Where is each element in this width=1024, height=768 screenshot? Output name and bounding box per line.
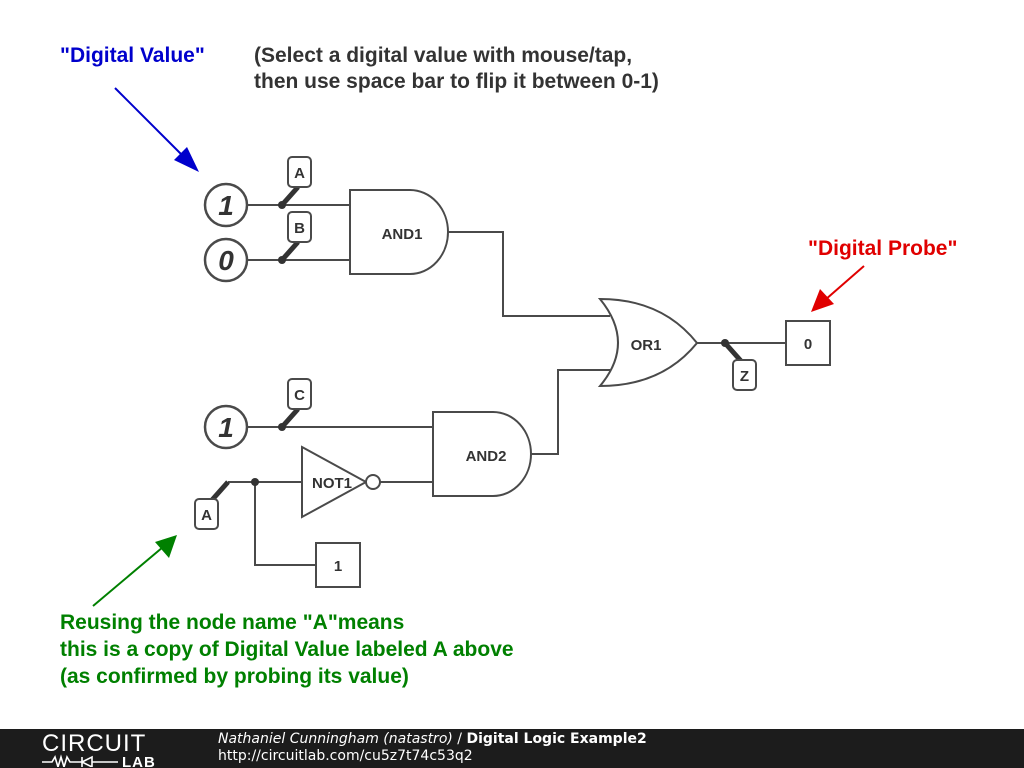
node-tag-b[interactable]: B (278, 211, 312, 264)
or1-label: OR1 (631, 337, 662, 354)
reuse-note-line-2: this is a copy of Digital Value labeled … (60, 638, 514, 661)
logo-lab-text: LAB (122, 754, 156, 767)
digital-value-b-text: 0 (218, 245, 234, 276)
credit-separator: / (457, 731, 463, 747)
not1-gate[interactable]: NOT1 (301, 445, 381, 519)
digital-probe-annotation: "Digital Probe" (808, 237, 957, 260)
node-tag-z[interactable]: Z (721, 339, 757, 391)
reuse-note-line-3: (as confirmed by probing its value) (60, 665, 409, 688)
and2-label: AND2 (466, 448, 507, 465)
digital-probe-z[interactable]: 0 (785, 320, 831, 366)
and2-gate[interactable]: AND2 (432, 411, 532, 497)
instructions-line-2: then use space bar to flip it between 0-… (254, 70, 659, 93)
node-tag-b-text: B (294, 220, 305, 237)
or1-gate[interactable]: OR1 (597, 297, 699, 388)
logo-circuit-text: CIRCUIT (42, 731, 146, 757)
digital-probe-z-value: 0 (804, 336, 812, 353)
not1-label: NOT1 (312, 475, 352, 492)
instructions-line-1: (Select a digital value with mouse/tap, (254, 44, 632, 67)
green-arrow (92, 535, 177, 607)
digital-probe-a[interactable]: 1 (315, 542, 361, 588)
digital-probe-a-value: 1 (334, 558, 342, 575)
credit-line-1: Nathaniel Cunningham (natastro) / Digita… (218, 731, 647, 748)
circuitlab-logo[interactable]: CIRCUIT LAB (42, 731, 182, 767)
digital-value-a-text: 1 (218, 190, 234, 221)
node-tag-c-text: C (294, 387, 305, 404)
digital-value-c-text: 1 (218, 412, 234, 443)
node-tag-z-text: Z (740, 368, 749, 385)
node-tag-a-copy-text: A (201, 507, 212, 524)
digital-value-annotation: "Digital Value" (60, 44, 205, 67)
footer-bar: CIRCUIT LAB Nathaniel Cunningham (natast… (0, 729, 1024, 768)
node-tag-c[interactable]: C (278, 378, 312, 431)
digital-value-c[interactable]: 1 (203, 404, 249, 450)
reuse-note-line-1: Reusing the node name "A"means (60, 611, 404, 634)
node-tag-a-text: A (294, 165, 305, 182)
and1-gate[interactable]: AND1 (349, 189, 449, 275)
node-tag-a-copy[interactable]: A (194, 478, 259, 530)
blue-arrow (114, 87, 199, 172)
author-name[interactable]: Nathaniel Cunningham (natastro) (218, 731, 453, 747)
red-arrow (811, 265, 865, 312)
circuit-title[interactable]: Digital Logic Example2 (466, 731, 647, 747)
and1-label: AND1 (382, 226, 423, 243)
digital-value-b[interactable]: 0 (203, 237, 249, 283)
wires (228, 204, 786, 566)
digital-value-a[interactable]: 1 (203, 182, 249, 228)
node-tag-a[interactable]: A (278, 156, 312, 209)
credit-block: Nathaniel Cunningham (natastro) / Digita… (218, 731, 647, 765)
circuit-url[interactable]: http://circuitlab.com/cu5z7t74c53q2 (218, 748, 473, 764)
